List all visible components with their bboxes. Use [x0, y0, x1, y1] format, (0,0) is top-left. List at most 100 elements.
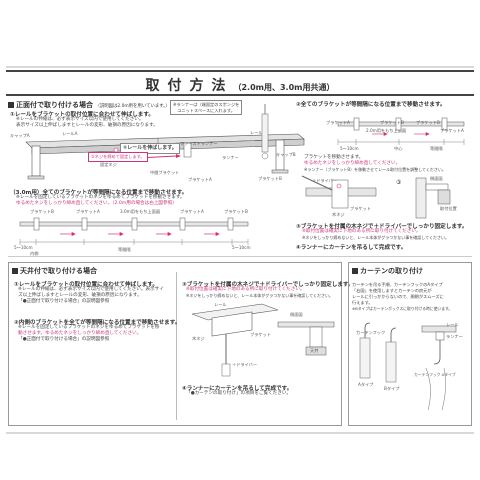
label-stopper: 固定ネジ: [100, 162, 117, 167]
hook-line-4: 行えます。: [352, 300, 373, 305]
ceiling-mount-diagram: [191, 303, 335, 377]
section-bullet-icon: [12, 267, 18, 274]
label-middle-bracket: 中間ブラケット: [150, 170, 180, 175]
move-arrows: [60, 231, 220, 237]
label-s3-position: 取付位置: [440, 206, 457, 211]
right-step4-title: ④ランナーにカーテンを吊るして完成です。: [296, 245, 407, 251]
side-view: [415, 177, 451, 219]
ceiling-step1-line-1: ※レールの伸縮は、必ず表示サイズ以内で使用してください。表示サイ: [18, 287, 164, 292]
ceiling-heading: 天井付で取り付ける場合: [12, 266, 97, 276]
label-c-bracket: ブラケット: [250, 332, 271, 337]
label-r-interval: 等間隔: [430, 146, 443, 151]
section-bullet-icon: [352, 267, 358, 274]
bracket-move-line-1: ブラケットを移動させます。: [304, 155, 364, 160]
label-30-bracket-2: ブラケットA: [76, 209, 100, 214]
label-s3-screw: 木ネジ: [332, 212, 345, 217]
label-rail-b: レールB: [250, 130, 266, 135]
label-dims-30: 3.0m用をもち上面図: [120, 209, 161, 214]
label-first-runner: ファーストランナー: [180, 141, 218, 146]
label-gap-right: 5～10cm: [232, 245, 251, 250]
title-bar: 取付方法（2.0m用、3.0m用共通）: [6, 70, 474, 96]
label-r-gap: 5～10cm: [340, 146, 359, 151]
label-hook: カーテンフック: [356, 330, 386, 335]
right-step3-sub-2: ※ネジをしっかり締めないと、レール本体がグラつかない事を確認してください。: [302, 235, 449, 240]
label-c-driver: ＋ドライバー: [232, 362, 258, 367]
ceiling-step4-title: ④ランナーにカーテンを吊るして完成です。: [182, 386, 293, 392]
label-rail: レール: [446, 322, 459, 327]
label-s3-bracket: ブラケット: [350, 206, 371, 211]
label-bracket-a: ブラケットA: [188, 177, 212, 182]
ceiling-step4-note: 「●カーテンの取り付け」の項目をご覧ください。: [186, 391, 292, 396]
bracket-middle: [183, 142, 192, 158]
ceiling-panel: [8, 262, 342, 426]
front-step1-title: ①レールをブラケットの取付位置に合わせて伸ばします。: [10, 112, 155, 118]
label-r-center: 中心: [394, 146, 403, 151]
hook-panel: [348, 262, 472, 426]
front-step2-line-2: ゆるめたネジをしっかり締め直してください。（2.0m用の場合は右上図参照）: [16, 201, 177, 206]
svg-text:③: ③: [396, 179, 401, 186]
label-interval: 等間隔: [118, 247, 131, 252]
bracket-marks: [33, 217, 234, 231]
front-step2-line-1: ※レールを固定しているブラケットのネジをゆるめてブラケットを移動させます。: [16, 195, 185, 200]
label-c-ceiling: 天井: [310, 348, 319, 353]
runner-note-box: ※ランナーは（端固定のスポンジを ユニットスペースに入れます。: [170, 100, 243, 116]
label-r-bracket-a2: ブラケットA: [440, 128, 464, 133]
label-cap-a: キャップA: [10, 133, 30, 138]
label-gap-left: 5～10cm: [14, 245, 33, 250]
ceiling-step2-line-2: 動させます。ゆるめたネジをしっかり締め直してください。: [18, 331, 142, 336]
right-step3-title: ③ブラケットを付属の木ネジで＋ドライバーでしっかり固定します。: [296, 224, 468, 230]
label-rail-a: レールA: [62, 131, 78, 136]
front-step1-line-1: ※レールの伸縮は、必ず表示サイズ以内で使用してください。: [16, 117, 144, 122]
label-hook-a: Aタイプ: [358, 382, 374, 387]
callout-extend: ①レールを伸ばします。: [120, 143, 180, 154]
front-step1-line-2: 表示サイズ以上伸ばしますとレールの変形、破損の原因になります。: [16, 123, 158, 128]
bracket-move-line-2: ゆるめたネジをしっかり締め直してください。: [304, 161, 401, 166]
page-title-main: 取付方法: [145, 78, 234, 94]
hook-line-5: ※Bタイプはカーテンボックスに取り付ける時に使います。: [352, 306, 453, 311]
label-s3-side-view: 側面図: [430, 176, 443, 181]
ceiling-step2-line-1: ※レールを固定しているブラケットのネジをゆるめてブラケットを移: [18, 325, 160, 330]
label-r-bracket-b2: ブラケットB: [416, 120, 440, 125]
label-r-bracket-b: ブラケットB: [380, 120, 404, 125]
label-c-screw: 木ネジ: [192, 336, 205, 341]
label-cap-b: キャップB: [276, 152, 296, 157]
step3-bracket-diagram: ③: [301, 175, 451, 219]
ceiling-step1-line-2: ズ以上伸ばしますとレールの変形、破損の原因になります。: [18, 293, 142, 298]
label-runner: ランナー: [222, 155, 239, 160]
hook-a-icon: [359, 322, 371, 379]
front-heading-note: （説明図は2.0m用を用いています。）: [95, 104, 170, 109]
label-hook-b: Bタイプ: [384, 386, 400, 391]
section-bullet-icon: [8, 101, 14, 108]
ceiling-step2-line-3: 「●正面付で取り付ける場合」の説明図参照: [18, 337, 110, 342]
runner-hook-assembly: [421, 325, 457, 411]
ceiling-step3-line-1: ※取付位置は確実に下地のある所に取り付けてください。: [186, 287, 305, 292]
right-step3-sub-1: ※取付位置は確実に下地のある所に取り付けてください。: [302, 229, 421, 234]
label-30-bracket-1: ブラケットB: [30, 209, 54, 214]
hand-screwdriver: [261, 104, 269, 160]
hook-diagram: [359, 322, 457, 411]
top-rule: [6, 66, 474, 68]
label-s3-driver: ＋ドライバー: [312, 178, 338, 183]
ceiling-divider: [176, 272, 177, 420]
label-bracket-b: ブラケットB: [258, 176, 282, 181]
ceiling-step2-title: ②内側のブラケットを全てが等間隔になる位置まで移動させます。: [14, 320, 181, 326]
hook-b-icon: [385, 327, 397, 383]
label-c-side-view: 側面図: [290, 312, 303, 317]
label-hook-a-type: カーテンフック Aタイプ: [414, 372, 456, 377]
right-step2-title: ②全てのブラケットが等間隔になる位置まで移動させます。: [296, 102, 446, 108]
dimension-lines: [19, 239, 249, 245]
right-top-view-diagram: [261, 104, 465, 160]
label-top-view-20: 2.0m用をもち上面図: [366, 128, 407, 133]
hook-line-1: カーテンを吊る手順、カーテンフックのAタイプ: [352, 282, 443, 287]
hook-heading: カーテンの取り付け: [352, 266, 423, 276]
label-runner: ランナー: [446, 334, 463, 339]
front-rail-diagram: [25, 133, 305, 180]
ceiling-step1-line-3: 「●正面付で取り付ける場合」の説明図参照: [18, 299, 110, 304]
front-step2-title: （3.0m用）全てのブラケットが等間隔になる位置まで移動させます。: [10, 190, 188, 196]
bracket-left: [27, 145, 45, 180]
bracket-right: [271, 139, 289, 174]
ceiling-step3-line-2: ※ネジをしっかり締めないと、レール本体がグラつかない事を確認してください。: [186, 293, 333, 298]
label-30-bracket-5: ブラケットB: [224, 209, 248, 214]
section-divider: [8, 256, 472, 257]
page-title: 取付方法（2.0m用、3.0m用共通）: [6, 75, 474, 95]
